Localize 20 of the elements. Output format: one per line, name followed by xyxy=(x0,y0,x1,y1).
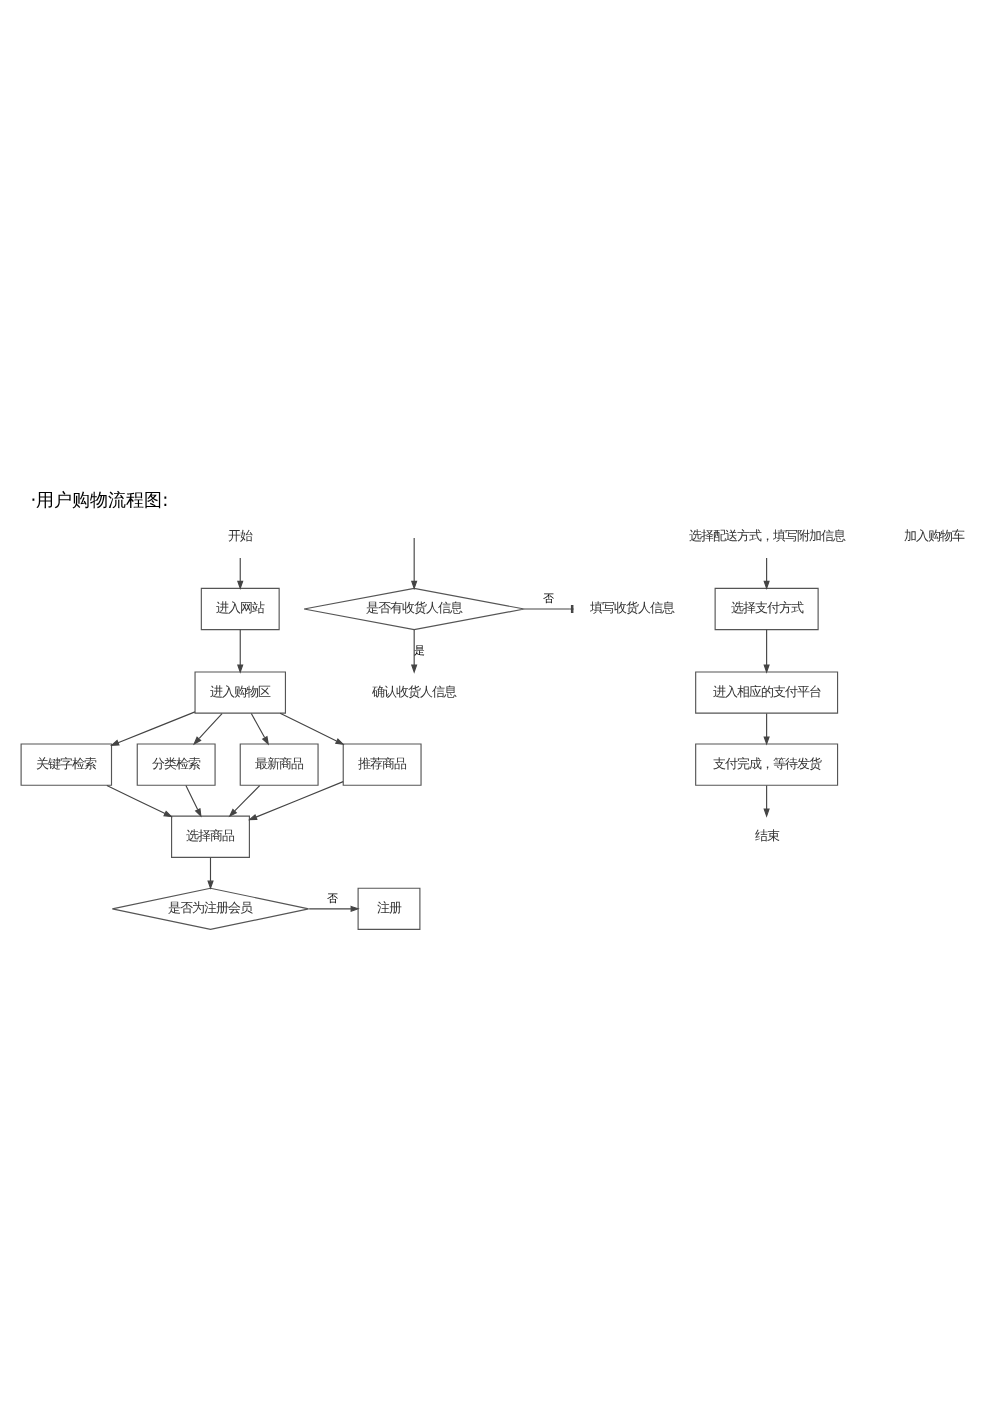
arrow xyxy=(279,712,345,746)
connector xyxy=(523,605,575,614)
arrow xyxy=(237,557,244,590)
arrow xyxy=(247,781,344,821)
arrow xyxy=(228,785,261,818)
arrow xyxy=(763,712,770,746)
arrow xyxy=(106,784,173,818)
arrow xyxy=(410,629,418,674)
arrow xyxy=(763,557,770,590)
arrow xyxy=(250,712,270,746)
diagram-title: ·用户购物流程图: xyxy=(30,491,169,512)
arrow xyxy=(308,905,360,913)
arrow xyxy=(207,857,214,890)
arrow xyxy=(193,712,223,746)
arrow xyxy=(237,629,244,674)
arrow xyxy=(763,629,770,674)
arrow xyxy=(763,785,770,818)
arrow xyxy=(410,537,418,590)
arrow xyxy=(110,711,196,746)
arrow xyxy=(185,785,202,818)
